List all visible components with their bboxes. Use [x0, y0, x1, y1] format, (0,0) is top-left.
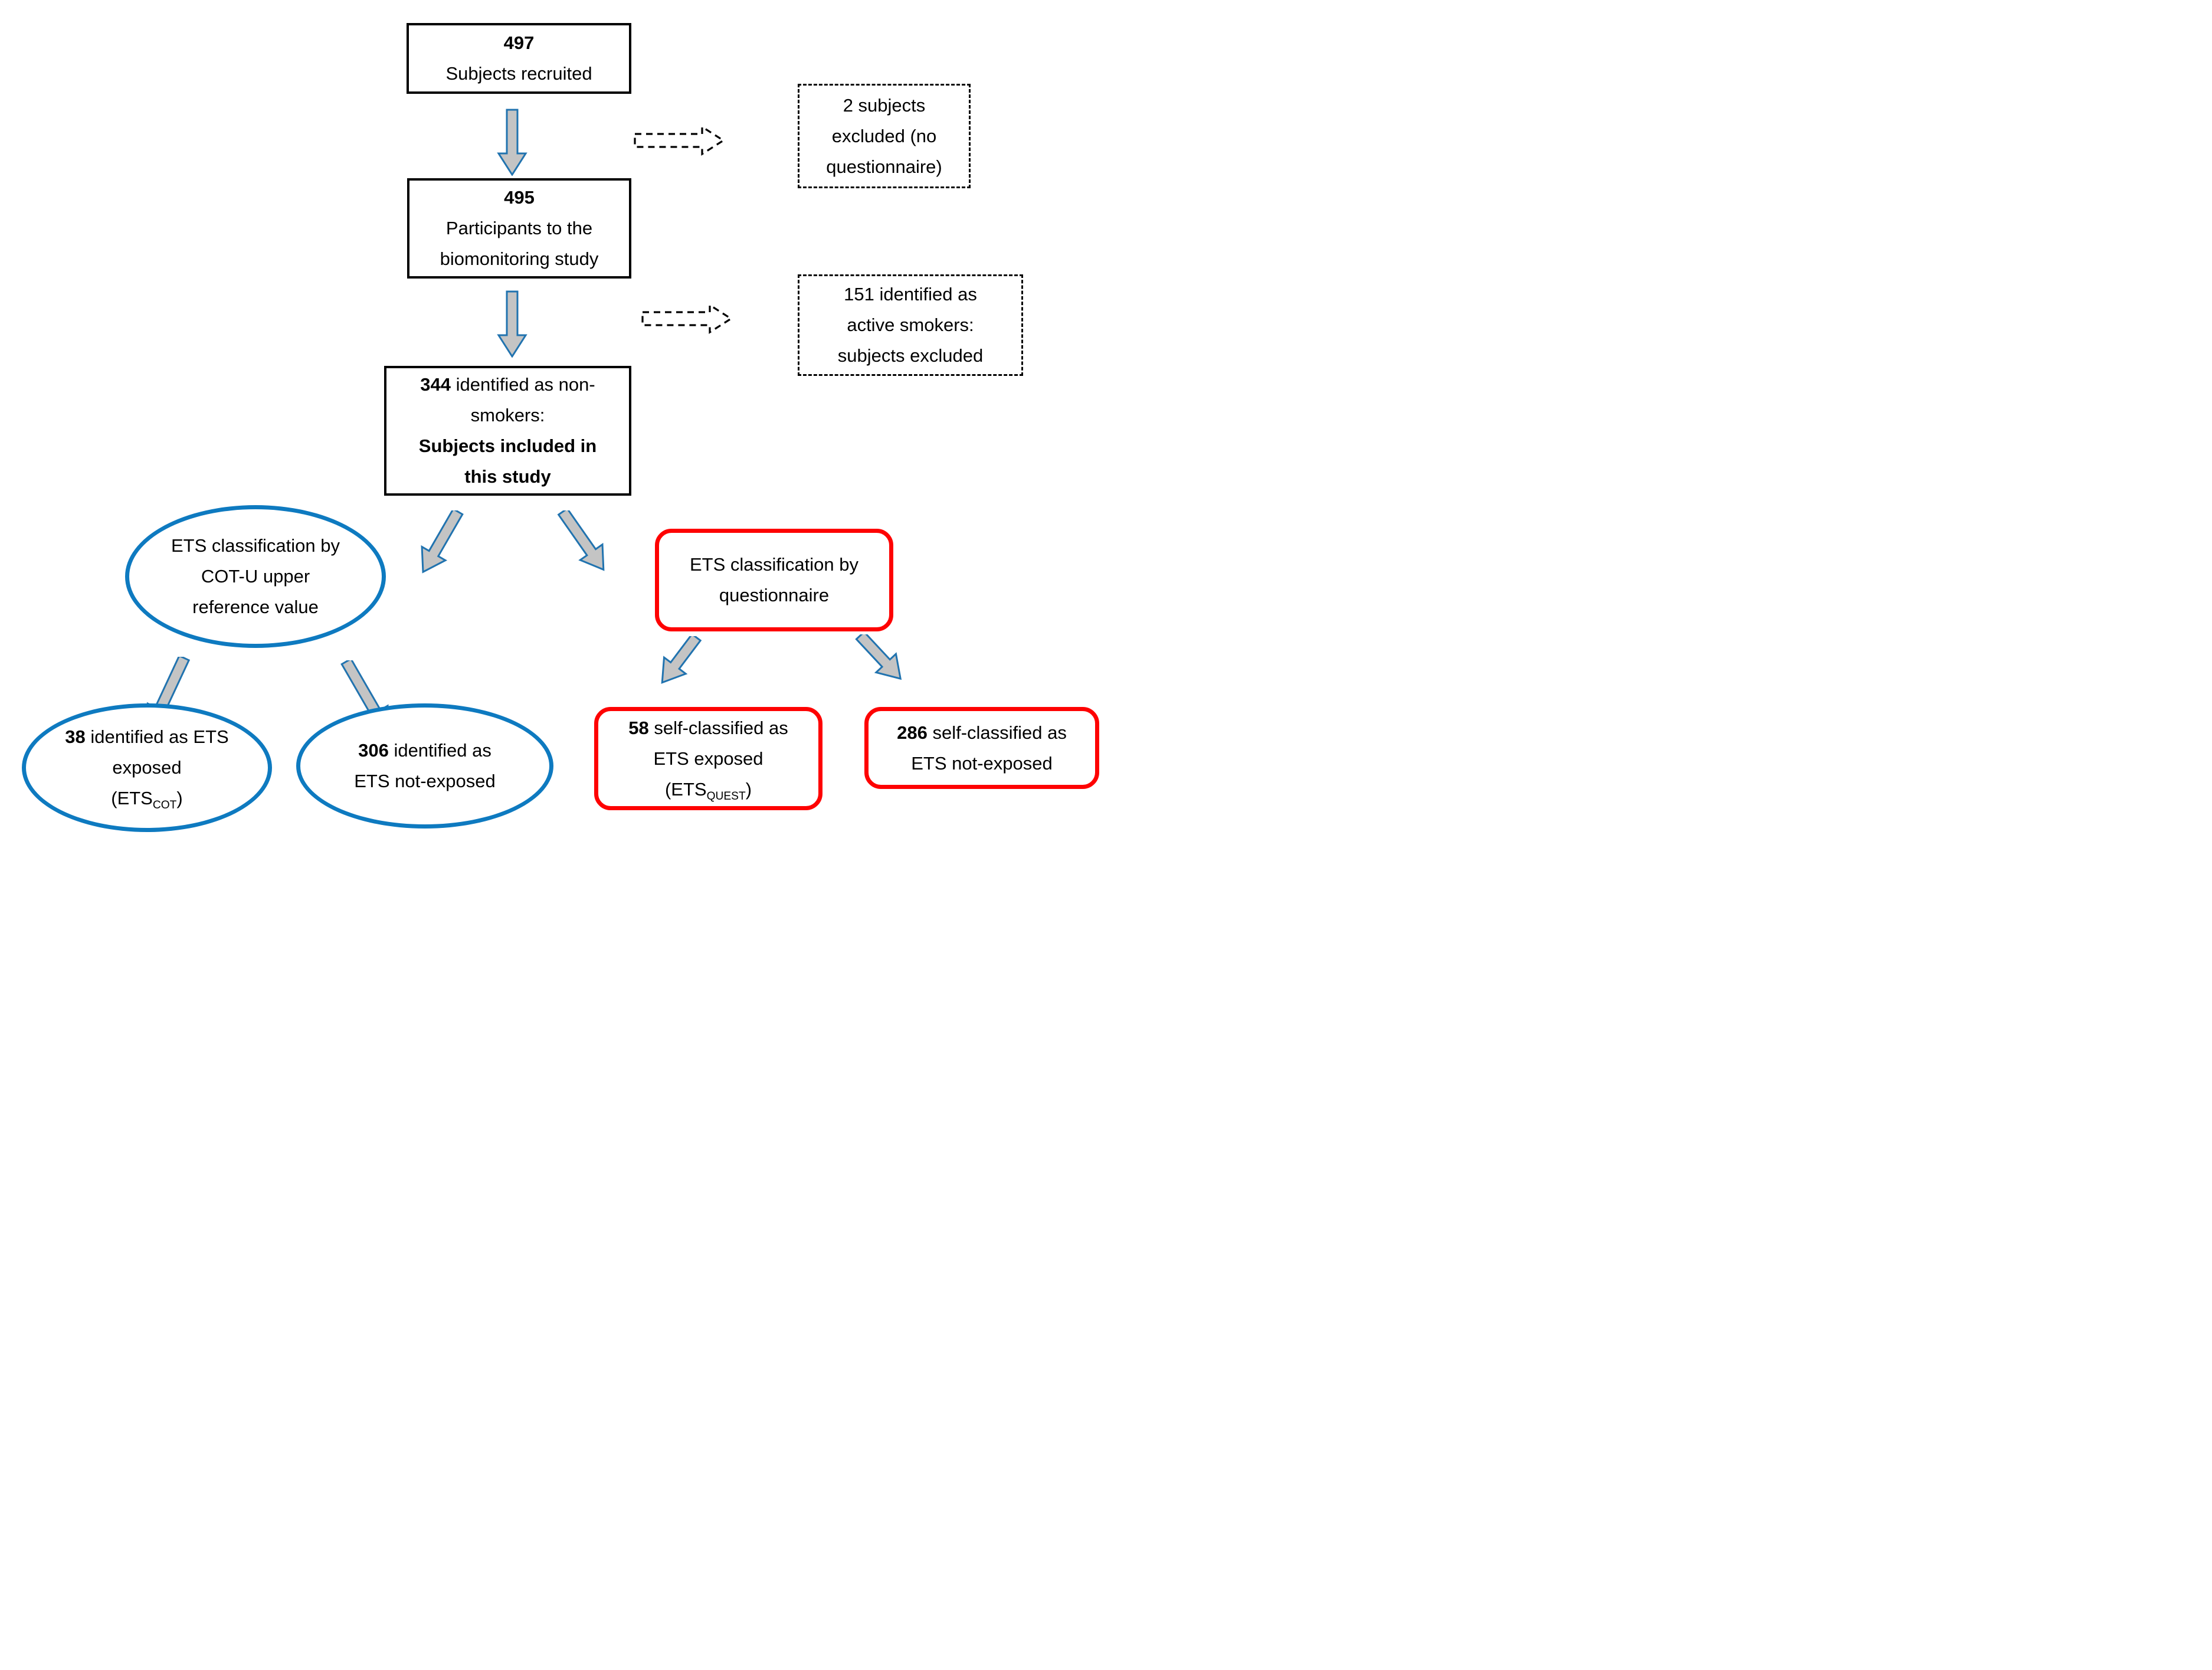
node-label: 2 subjects	[843, 94, 926, 116]
ellipse-ets-cot-exposed: 38 identified as ETS exposed (ETSCOT)	[22, 703, 272, 832]
dashed-box-excluded-no-questionnaire: 2 subjects excluded (no questionnaire)	[798, 84, 971, 188]
arrow-diagonal-down-left-1-icon	[421, 510, 464, 574]
ellipse-cot-classification: ETS classification by COT-U upper refere…	[125, 505, 386, 648]
node-label: self-classified as	[927, 722, 1067, 743]
arrow-down-1-icon	[497, 109, 527, 176]
node-count: 38	[65, 726, 86, 747]
node-label: (ETS	[111, 788, 153, 808]
flow-diagram: 497 Subjects recruited 2 subjects exclud…	[0, 0, 1106, 835]
node-label: (ETS	[664, 778, 707, 800]
node-count: 497	[503, 32, 535, 53]
node-label: Subjects included in	[418, 435, 597, 456]
node-label: Subjects recruited	[445, 63, 592, 84]
arrow-right-dashed-1-icon	[634, 125, 725, 156]
box-ets-quest-exposed: 58 self-classified as ETS exposed (ETSQU…	[594, 707, 822, 810]
box-questionnaire-classification: ETS classification by questionnaire	[655, 529, 893, 631]
arrow-diagonal-down-left-3-icon	[661, 636, 702, 684]
node-label: ETS classification by	[690, 554, 858, 575]
node-label: ETS exposed	[653, 748, 763, 769]
node-label: ETS not-exposed	[354, 771, 496, 791]
arrow-down-2-icon	[497, 290, 527, 358]
node-label: identified as non-	[451, 374, 595, 395]
node-label: identified as	[388, 740, 491, 761]
node-label: active smokers:	[847, 315, 974, 335]
node-label: )	[176, 788, 183, 808]
node-subscript: QUEST	[706, 790, 746, 803]
node-label: 151 identified as	[844, 284, 977, 304]
box-participants-biomonitoring: 495 Participants to the biomonitoring st…	[407, 178, 631, 279]
dashed-box-active-smokers-excluded: 151 identified as active smokers: subjec…	[798, 274, 1023, 376]
node-label: ETS not-exposed	[911, 752, 1053, 774]
node-label: self-classified as	[648, 717, 788, 738]
node-count: 58	[628, 717, 649, 738]
node-label: smokers:	[470, 405, 545, 425]
node-label: excluded (no	[831, 125, 937, 146]
node-label: COT-U upper	[201, 566, 310, 587]
node-count: 495	[504, 187, 535, 208]
node-subscript: COT	[152, 799, 177, 812]
node-label: reference value	[192, 597, 319, 617]
ellipse-ets-not-exposed: 306 identified as ETS not-exposed	[296, 703, 553, 829]
arrow-right-dashed-2-icon	[641, 303, 733, 334]
box-subjects-recruited: 497 Subjects recruited	[407, 23, 631, 94]
node-label: questionnaire)	[826, 156, 942, 177]
node-label: ETS classification by	[171, 535, 340, 556]
box-ets-quest-not-exposed: 286 self-classified as ETS not-exposed	[864, 707, 1099, 789]
node-count: 306	[358, 740, 389, 761]
node-label: questionnaire	[719, 585, 830, 605]
node-count: 344	[420, 374, 451, 395]
node-count: 286	[897, 722, 928, 743]
node-label: )	[745, 778, 752, 800]
node-label: this study	[464, 466, 551, 487]
arrow-diagonal-down-right-3-icon	[855, 634, 902, 680]
node-label: exposed	[112, 757, 182, 778]
node-label: biomonitoring study	[440, 248, 599, 269]
node-label: Participants to the	[445, 218, 593, 238]
arrow-diagonal-down-right-1-icon	[557, 510, 605, 571]
node-label: identified as ETS	[85, 726, 229, 747]
box-nonsmokers-included: 344 identified as non- smokers: Subjects…	[384, 366, 631, 496]
node-label: subjects excluded	[837, 345, 984, 366]
